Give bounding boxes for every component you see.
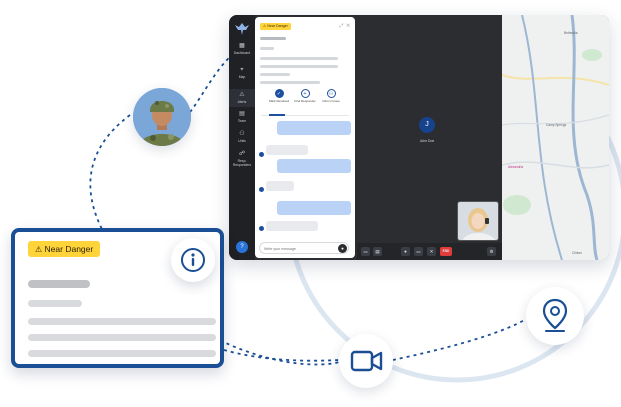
app-window: ▦ Dashboard ⌖ Map ⚠ Alerts ▤ Team ⚇ Unit…	[229, 15, 609, 260]
sender-avatar	[259, 152, 264, 157]
sidebar-item-alerts[interactable]: ⚠ Alerts	[229, 89, 255, 107]
call-controls: ▭ ▤ ● ▭ ✕ END ⚙	[357, 243, 502, 260]
skeleton-line	[260, 57, 338, 60]
sidebar-item-responders[interactable]: ☍ Resp. Responders	[229, 151, 255, 167]
microphone-icon: ●	[404, 249, 407, 254]
incident-chat-panel: ⚠ Near Danger ⤢ ✕ ✓ Mark Resolved + Find…	[255, 17, 355, 258]
skeleton-line	[28, 300, 82, 307]
video-camera-icon	[350, 350, 383, 372]
sender-avatar	[259, 187, 264, 192]
video-button[interactable]: ▭	[414, 247, 423, 256]
help-icon: ?	[240, 244, 244, 250]
microphone-button[interactable]: ●	[401, 247, 410, 256]
chat-toggle-button[interactable]: ▤	[373, 247, 382, 256]
sidebar-rail: ▦ Dashboard ⌖ Map ⚠ Alerts ▤ Team ⚇ Unit…	[229, 15, 255, 260]
plus-icon: +	[300, 89, 310, 98]
mark-resolved-button[interactable]: ✓ Mark Resolved	[268, 89, 289, 103]
sender-avatar	[259, 226, 264, 231]
map-view[interactable]: Bethesda Camp Springs Alexandria Clinton	[501, 15, 609, 260]
expand-icon[interactable]: ⤢	[339, 23, 344, 29]
soldier-avatar-image	[133, 88, 191, 146]
message-outgoing	[277, 159, 351, 173]
group-icon: ⚇	[326, 89, 336, 98]
info-icon	[181, 248, 205, 272]
tab-active-indicator	[269, 114, 285, 116]
map-roads	[501, 15, 609, 260]
location-bubble	[526, 287, 584, 345]
camera-icon: ▭	[416, 249, 421, 254]
sidebar-item-team[interactable]: ▤ Team	[229, 111, 255, 123]
microphone-button[interactable]: ●	[338, 244, 347, 253]
panel-tabs[interactable]	[261, 114, 349, 116]
skeleton-line	[260, 65, 338, 68]
mute-icon: ✕	[429, 249, 434, 254]
sidebar-item-dashboard[interactable]: ▦ Dashboard	[229, 43, 255, 55]
skeleton-line	[28, 318, 216, 325]
check-icon: ✓	[274, 89, 284, 98]
find-responder-button[interactable]: + Find Responder	[294, 89, 316, 103]
skeleton-line	[28, 280, 90, 288]
end-call-button[interactable]: END	[440, 247, 452, 256]
settings-button[interactable]: ⚙	[487, 247, 496, 256]
skeleton-line	[260, 81, 320, 84]
map-icon: ⌖	[240, 67, 244, 73]
info-bubble	[171, 238, 215, 282]
video-bubble	[339, 334, 393, 388]
callee-name: John Doe	[419, 139, 435, 143]
message-outgoing	[277, 201, 351, 215]
chat-icon: ▤	[375, 249, 380, 254]
dashboard-icon: ▦	[239, 43, 245, 49]
message-incoming	[266, 221, 318, 231]
sidebar-item-map[interactable]: ⌖ Map	[229, 67, 255, 79]
camera-toggle-button[interactable]: ▭	[361, 247, 370, 256]
camera-icon: ▭	[363, 249, 368, 254]
team-icon: ▤	[239, 111, 245, 117]
help-button[interactable]: ?	[236, 241, 248, 253]
message-incoming	[266, 145, 308, 155]
sidebar-item-units[interactable]: ⚇ Units	[229, 131, 255, 143]
warning-icon: ⚠	[35, 245, 43, 254]
location-pin-icon	[542, 298, 568, 332]
self-view-photo	[458, 202, 498, 240]
eagle-logo-icon	[235, 23, 249, 35]
skeleton-line	[28, 350, 216, 357]
units-icon: ⚇	[239, 131, 245, 137]
mute-button[interactable]: ✕	[427, 247, 436, 256]
callee-avatar: J	[419, 117, 435, 133]
self-view-thumbnail[interactable]	[457, 201, 499, 241]
responders-icon: ☍	[238, 151, 246, 157]
skeleton-line	[260, 37, 286, 40]
video-call-area: J John Doe ▭ ▤ ● ▭ ✕ END ⚙	[357, 15, 502, 260]
close-icon[interactable]: ✕	[346, 23, 350, 29]
message-outgoing	[277, 121, 351, 135]
incident-actions: ✓ Mark Resolved + Find Responder ⚇ Infor…	[255, 89, 355, 111]
settings-icon: ⚙	[489, 249, 494, 254]
microphone-icon: ●	[341, 246, 344, 251]
message-incoming	[266, 181, 294, 191]
skeleton-line	[28, 334, 216, 341]
message-composer: ●	[259, 242, 349, 254]
message-input[interactable]	[264, 244, 334, 253]
alerts-icon: ⚠	[239, 92, 245, 98]
skeleton-line	[260, 47, 274, 50]
inform-group-button[interactable]: ⚇ Inform Group	[322, 89, 340, 103]
near-danger-badge: ⚠ Near Danger	[28, 241, 101, 257]
skeleton-line	[260, 73, 290, 76]
panel-header-icons: ⤢ ✕	[339, 23, 350, 29]
near-danger-badge: ⚠ Near Danger	[260, 23, 291, 30]
responder-avatar	[133, 88, 191, 146]
